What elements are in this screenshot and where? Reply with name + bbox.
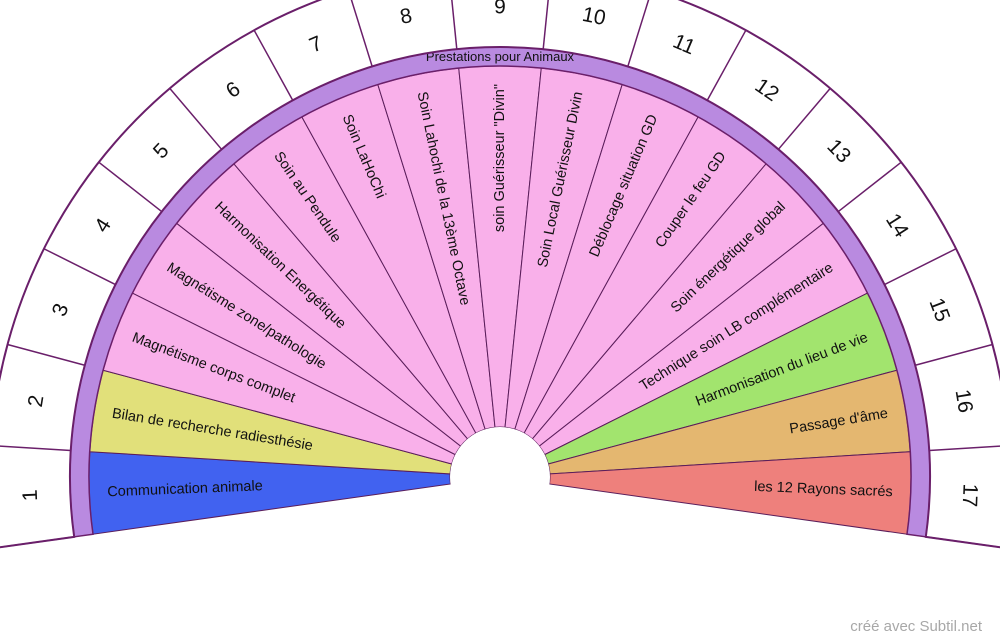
sector-label-1: Communication animale xyxy=(107,478,263,500)
credit-text: créé avec Subtil.net xyxy=(850,618,982,635)
ring-divider xyxy=(627,0,650,67)
ring-divider xyxy=(0,445,71,452)
ring-divider xyxy=(542,0,549,50)
sectors-layer xyxy=(88,65,912,535)
number-ring-background xyxy=(0,0,1000,549)
ring-divider xyxy=(451,0,458,50)
ring-divider xyxy=(915,343,993,367)
ring-divider xyxy=(925,536,1000,549)
ring-divider xyxy=(0,536,75,549)
ring-divider xyxy=(169,87,223,150)
sector-number-1: 1 xyxy=(19,489,42,502)
sector-number-8: 8 xyxy=(398,4,414,29)
ring-divider xyxy=(253,29,294,101)
sector-number-10: 10 xyxy=(580,3,607,30)
ring-divider xyxy=(884,248,957,286)
ring-divider xyxy=(98,161,163,213)
sector-number-16: 16 xyxy=(951,388,977,415)
ring-divider xyxy=(43,248,116,286)
sector-number-2: 2 xyxy=(24,393,49,408)
ring-divider xyxy=(929,445,1000,452)
center-hub xyxy=(450,427,550,527)
ring-divider xyxy=(7,343,85,367)
sector-number-17: 17 xyxy=(958,483,982,507)
ring-divider xyxy=(350,0,373,67)
sector-label-17: les 12 Rayons sacrés xyxy=(754,479,893,500)
sector-number-9: 9 xyxy=(494,0,506,19)
ring-divider xyxy=(777,87,831,150)
sector-label-9: soin Guérisseur "Divin" xyxy=(492,84,508,232)
ring-divider xyxy=(706,29,747,101)
ring-divider xyxy=(837,161,902,213)
chart-title: Prestations pour Animaux xyxy=(426,49,575,64)
